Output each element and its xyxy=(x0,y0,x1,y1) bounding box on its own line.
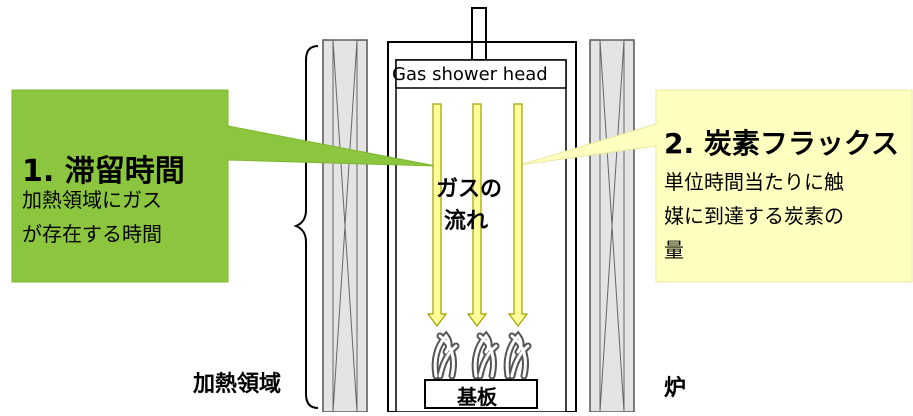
substrate-box xyxy=(424,379,538,409)
callout-left-shape xyxy=(11,89,437,283)
furnace-wall-left xyxy=(322,39,368,413)
gas-inlet-pipe xyxy=(471,7,487,61)
substrate-label: 基板 xyxy=(457,385,497,409)
gas-flow-label-line1: ガスの xyxy=(436,177,503,202)
gas-flow-arrow xyxy=(466,103,488,327)
nanotube-bundle xyxy=(433,333,458,378)
heating-zone-label: 加熱領域 xyxy=(193,372,282,397)
heating-zone-brace xyxy=(293,45,319,409)
callout-right-line3: 量 xyxy=(664,238,684,262)
furnace-wall-right xyxy=(589,39,635,413)
shower-head-label: Gas shower head xyxy=(392,64,548,85)
shower-head-box xyxy=(395,59,567,89)
gas-flow-arrow xyxy=(507,103,529,327)
gas-flow-label: ガスの 流れ xyxy=(436,174,502,238)
gas-flow-arrow xyxy=(426,103,448,327)
nanotube-bundle xyxy=(505,333,530,378)
callout-right-title: 2. 炭素フラックス xyxy=(664,127,900,160)
callout-left-line1: 加熱領域にガス xyxy=(22,188,162,212)
callout-right-line2: 媒に到達する炭素の xyxy=(664,204,844,228)
gas-flow-label-line2: 流れ xyxy=(444,209,489,234)
callout-left-line2: が存在する時間 xyxy=(22,222,162,246)
callout-left-title: 1. 滞留時間 xyxy=(22,154,185,189)
callout-right-shape xyxy=(519,89,913,283)
furnace-label: 炉 xyxy=(664,376,687,401)
callout-right-line1: 単位時間当たりに触 xyxy=(664,170,844,194)
nanotube-bundle xyxy=(473,333,498,378)
